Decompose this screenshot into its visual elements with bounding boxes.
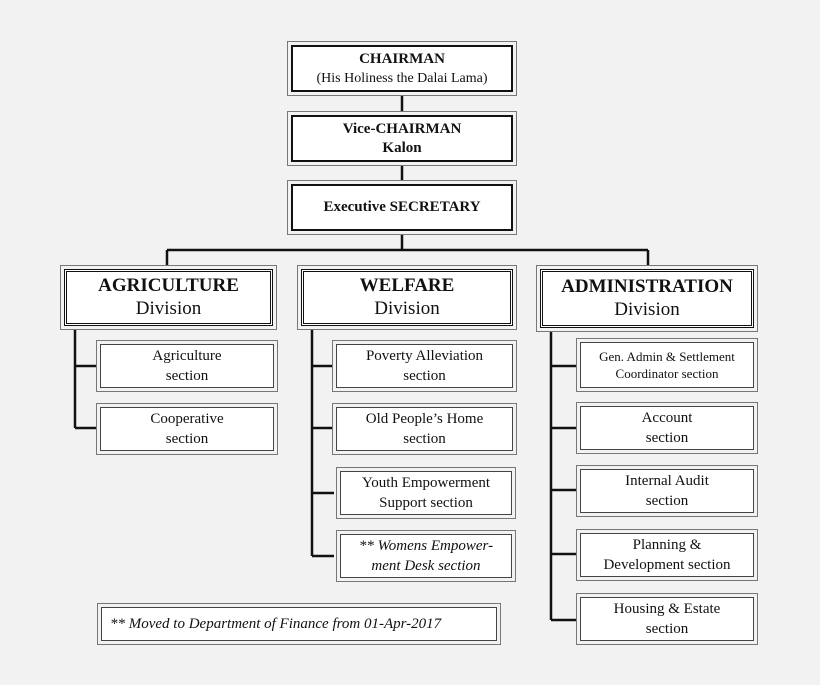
section-line2: ment Desk section bbox=[371, 558, 481, 574]
section-line2: Development section bbox=[603, 557, 731, 573]
footnote-text: ** Moved to Department of Finance from 0… bbox=[101, 607, 497, 641]
welfare-division-label: Division bbox=[374, 298, 440, 319]
section-line1: Housing & Estate bbox=[613, 601, 721, 617]
agriculture-division-name: AGRICULTURE bbox=[98, 275, 239, 296]
section-line1: Cooperative bbox=[150, 411, 224, 427]
section-line1: Internal Audit bbox=[625, 473, 709, 489]
section-line1: Youth Empowerment bbox=[361, 475, 491, 491]
poverty-alleviation-section-box: Poverty Alleviation section bbox=[332, 340, 517, 392]
vice-chairman-subtitle: Kalon bbox=[382, 139, 422, 156]
internal-audit-section-box: Internal Audit section bbox=[576, 465, 758, 517]
section-line2: Coordinator section bbox=[615, 366, 719, 381]
executive-secretary-title: Executive SECRETARY bbox=[323, 199, 481, 215]
housing-estate-section-box: Housing & Estate section bbox=[576, 593, 758, 645]
account-section-box: Account section bbox=[576, 402, 758, 454]
section-line1: Agriculture bbox=[152, 348, 222, 364]
section-line2: section bbox=[645, 621, 689, 637]
agriculture-division: AGRICULTURE Division bbox=[60, 265, 277, 330]
section-line1: Old People’s Home bbox=[365, 411, 484, 427]
administration-division: ADMINISTRATION Division bbox=[536, 265, 758, 332]
cooperative-section-box: Cooperative section bbox=[96, 403, 278, 455]
section-line1: Gen. Admin & Settlement bbox=[599, 349, 735, 364]
section-line1: Planning & bbox=[632, 537, 702, 553]
vice-chairman-title: Vice-CHAIRMAN bbox=[342, 120, 462, 137]
planning-development-section-box: Planning & Development section bbox=[576, 529, 758, 581]
section-line1: ** Womens Empower- bbox=[358, 538, 494, 554]
chairman-title: CHAIRMAN bbox=[359, 50, 445, 67]
section-line1: Account bbox=[641, 410, 693, 426]
section-line2: section bbox=[165, 431, 209, 447]
section-line2: section bbox=[645, 430, 689, 446]
footnote-box: ** Moved to Department of Finance from 0… bbox=[97, 603, 501, 645]
vice-chairman-box: Vice-CHAIRMAN Kalon bbox=[287, 111, 517, 166]
old-peoples-home-section-box: Old People’s Home section bbox=[332, 403, 517, 455]
section-line2: section bbox=[403, 431, 446, 447]
agriculture-section-box: Agriculture section bbox=[96, 340, 278, 392]
agriculture-division-label: Division bbox=[135, 298, 202, 319]
section-line1: Poverty Alleviation bbox=[365, 348, 484, 364]
womens-empowerment-section-box: ** Womens Empower- ment Desk section bbox=[336, 530, 516, 582]
welfare-division: WELFARE Division bbox=[297, 265, 517, 330]
executive-secretary-box: Executive SECRETARY bbox=[287, 180, 517, 235]
administration-division-name: ADMINISTRATION bbox=[561, 276, 733, 297]
section-line2: Support section bbox=[379, 495, 473, 511]
chairman-subtitle: (His Holiness the Dalai Lama) bbox=[316, 70, 488, 86]
youth-empowerment-section-box: Youth Empowerment Support section bbox=[336, 467, 516, 519]
welfare-division-name: WELFARE bbox=[359, 275, 455, 296]
gen-admin-section-box: Gen. Admin & Settlement Coordinator sect… bbox=[576, 338, 758, 392]
chairman-box: CHAIRMAN (His Holiness the Dalai Lama) bbox=[287, 41, 517, 96]
section-line2: section bbox=[165, 368, 209, 384]
administration-division-label: Division bbox=[614, 299, 680, 320]
section-line2: section bbox=[645, 493, 689, 509]
section-line2: section bbox=[403, 368, 446, 384]
